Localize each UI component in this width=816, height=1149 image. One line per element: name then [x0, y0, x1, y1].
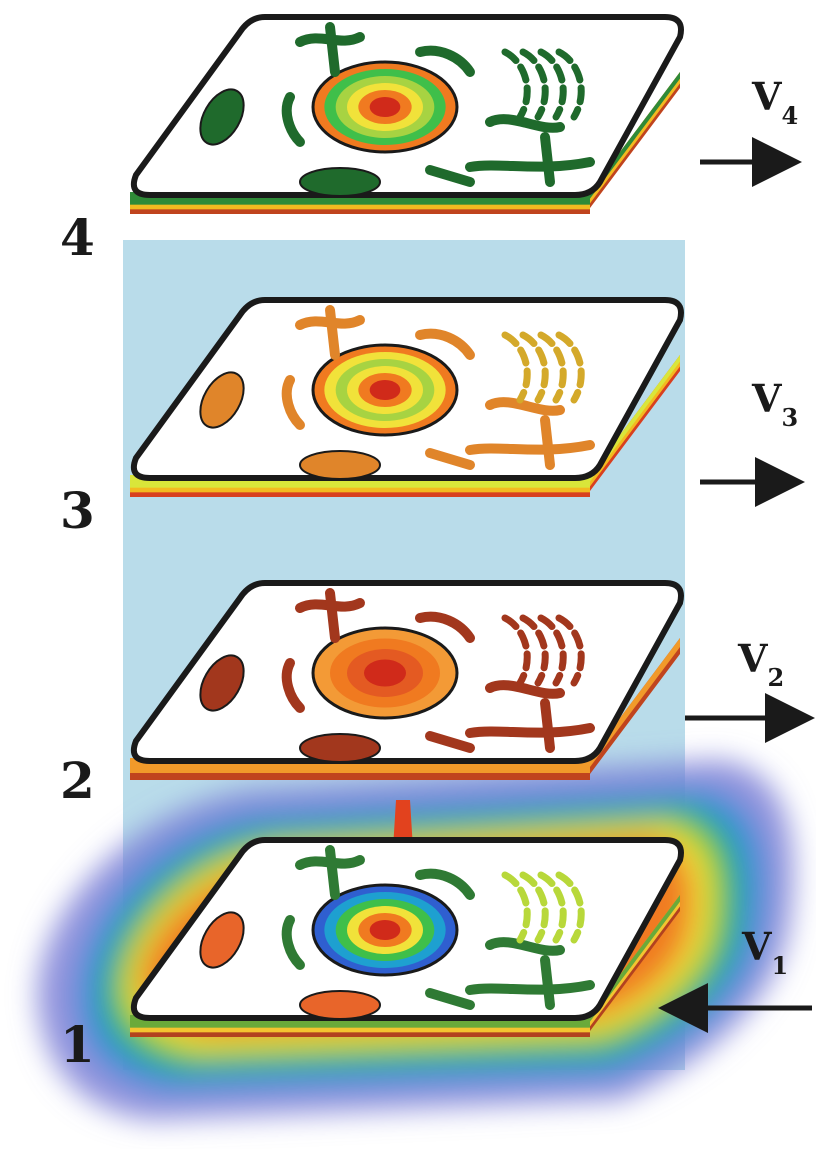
er-strand	[545, 703, 550, 748]
er-strand	[470, 985, 590, 990]
er-strand	[470, 728, 590, 733]
nucleus-ring	[370, 97, 401, 117]
velocity-label-4: V4	[751, 74, 798, 130]
er-strand	[545, 960, 550, 1005]
velocity-label-3: V3	[751, 376, 798, 432]
nucleus-ring	[364, 660, 406, 687]
er-strand	[545, 420, 550, 465]
er-strand	[330, 593, 335, 638]
er-strand	[470, 162, 590, 167]
layer-number-4: 4	[60, 208, 95, 267]
er-strand	[470, 445, 590, 450]
mitochondrion	[300, 734, 380, 762]
er-strand	[330, 850, 335, 895]
nucleus-ring	[370, 380, 401, 400]
layer-number-3: 3	[60, 481, 95, 540]
layer-number-2: 2	[60, 751, 95, 810]
er-strand	[330, 27, 335, 72]
cell-layer-4	[130, 17, 681, 214]
velocity-label-2: V2	[737, 636, 784, 692]
mitochondrion	[300, 451, 380, 479]
nucleus-ring	[370, 920, 401, 940]
er-strand	[545, 137, 550, 182]
er-strand	[330, 310, 335, 355]
layer-number-1: 1	[60, 1015, 95, 1074]
mitochondrion	[300, 168, 380, 196]
mitochondrion	[300, 991, 380, 1019]
